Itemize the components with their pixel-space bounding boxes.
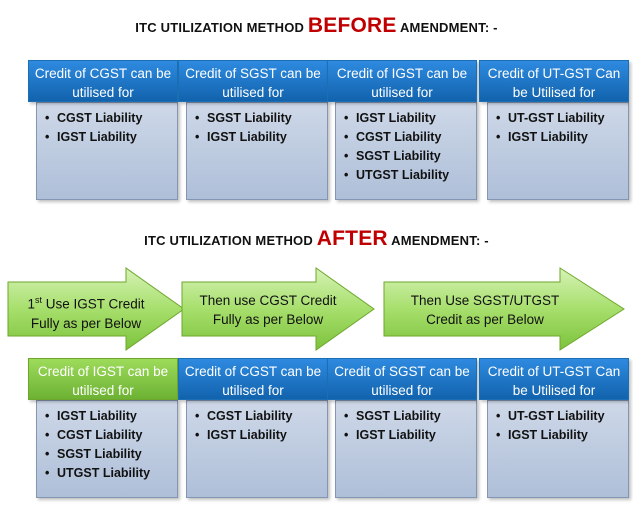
card-title: Credit of SGST can be utilised for (327, 358, 477, 400)
step-arrow-1: 1st Use IGST Credit Fully as per Below (6, 266, 186, 352)
card-title: Credit of CGST can be utilised for (28, 60, 178, 102)
list-item: IGST Liability (45, 128, 169, 147)
list-item: UTGST Liability (344, 166, 468, 185)
heading-before-prefix: ITC UTILIZATION METHOD (135, 20, 308, 35)
list-item: UT-GST Liability (496, 109, 620, 128)
heading-after: ITC UTILIZATION METHOD AFTER AMENDMENT: … (0, 227, 633, 251)
list-item: CGST Liability (45, 109, 169, 128)
step-ordinal-suffix: st (34, 295, 42, 305)
heading-after-prefix: ITC UTILIZATION METHOD (144, 233, 317, 248)
card-body: CGST Liability IGST Liability (186, 400, 328, 498)
before-card-igst: Credit of IGST can be utilised for IGST … (327, 60, 477, 200)
list-item: UT-GST Liability (496, 407, 620, 426)
step-ordinal: 1 (27, 296, 35, 312)
list-item: IGST Liability (195, 128, 319, 147)
card-body: SGST Liability IGST Liability (186, 102, 328, 200)
step-arrow-label: Then use CGST Credit Fully as per Below (180, 291, 356, 329)
step-text-line1: Then Use SGST/UTGST (410, 293, 560, 308)
card-body: CGST Liability IGST Liability (36, 102, 178, 200)
list-item: IGST Liability (344, 426, 468, 445)
card-title: Credit of CGST can be utilised for (178, 358, 328, 400)
step-text-line1: Then use CGST Credit (199, 293, 337, 308)
list-item: SGST Liability (344, 407, 468, 426)
list-item: UTGST Liability (45, 464, 169, 483)
card-body: IGST Liability CGST Liability SGST Liabi… (335, 102, 477, 200)
heading-after-suffix: AMENDMENT: - (387, 233, 489, 248)
arrow-shape (181, 267, 375, 351)
after-card-sgst: Credit of SGST can be utilised for SGST … (327, 358, 477, 498)
card-body: SGST Liability IGST Liability (335, 400, 477, 498)
step-arrow-label: 1st Use IGST Credit Fully as per Below (6, 291, 166, 333)
before-card-cgst: Credit of CGST can be utilised for CGST … (28, 60, 178, 200)
step-text-line2: Fully as per Below (30, 315, 142, 331)
card-title: Credit of SGST can be utilised for (178, 60, 328, 102)
card-title: Credit of IGST can be utilised for (28, 358, 178, 400)
list-item: IGST Liability (195, 426, 319, 445)
list-item: IGST Liability (344, 109, 468, 128)
list-item: SGST Liability (45, 445, 169, 464)
before-card-sgst: Credit of SGST can be utilised for SGST … (178, 60, 328, 200)
card-body: UT-GST Liability IGST Liability (487, 102, 629, 200)
step-text-line2: Fully as per Below (212, 312, 324, 327)
card-title: Credit of UT-GST Can be Utilised for (479, 60, 629, 102)
list-item: IGST Liability (496, 128, 620, 147)
list-item: CGST Liability (344, 128, 468, 147)
card-body: UT-GST Liability IGST Liability (487, 400, 629, 498)
step-arrow-3: Then Use SGST/UTGST Credit as per Below (382, 266, 626, 352)
heading-before-highlight: BEFORE (307, 14, 397, 37)
card-title: Credit of IGST can be utilised for (327, 60, 477, 102)
step-arrow-2: Then use CGST Credit Fully as per Below (180, 266, 376, 352)
list-item: IGST Liability (45, 407, 169, 426)
step-text-line1: Use IGST Credit (42, 296, 145, 312)
before-card-utgst: Credit of UT-GST Can be Utilised for UT-… (479, 60, 629, 200)
arrow-shape (383, 267, 625, 351)
after-card-utgst: Credit of UT-GST Can be Utilised for UT-… (479, 358, 629, 498)
list-item: SGST Liability (195, 109, 319, 128)
list-item: SGST Liability (344, 147, 468, 166)
step-arrow-label: Then Use SGST/UTGST Credit as per Below (382, 291, 588, 329)
step-text-line2: Credit as per Below (426, 312, 544, 327)
heading-before-suffix: AMENDMENT: - (396, 20, 498, 35)
after-card-cgst: Credit of CGST can be utilised for CGST … (178, 358, 328, 498)
heading-before: ITC UTILIZATION METHOD BEFORE AMENDMENT:… (0, 14, 633, 38)
arrow-shape (7, 267, 185, 351)
heading-after-highlight: AFTER (316, 227, 388, 250)
card-title: Credit of UT-GST Can be Utilised for (479, 358, 629, 400)
card-body: IGST Liability CGST Liability SGST Liabi… (36, 400, 178, 498)
list-item: IGST Liability (496, 426, 620, 445)
list-item: CGST Liability (195, 407, 319, 426)
list-item: CGST Liability (45, 426, 169, 445)
after-card-igst: Credit of IGST can be utilised for IGST … (28, 358, 178, 498)
